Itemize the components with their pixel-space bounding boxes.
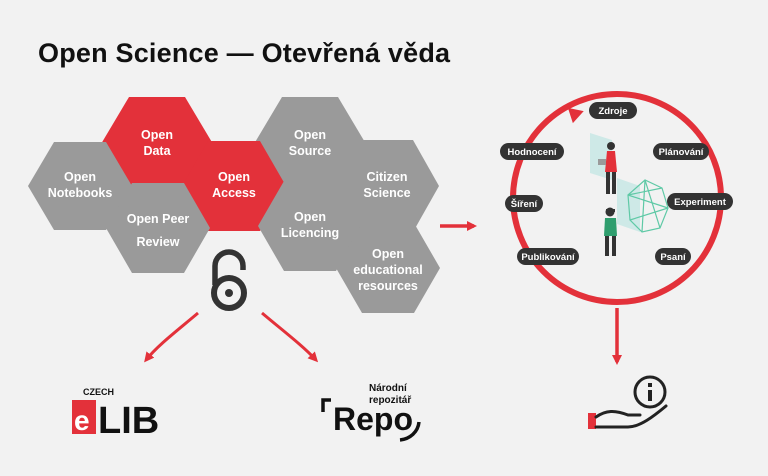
elib-e-letter: e (74, 405, 90, 436)
hex-open-peer-review: Open Peer Review (106, 183, 210, 273)
hex-open-source: Open Source (254, 97, 366, 191)
hex-open-source-line1: Open (294, 128, 326, 142)
hex-open-notebooks-line2: Notebooks (48, 186, 113, 200)
pill-zdroje: Zdroje (589, 102, 637, 119)
page-title: Open Science — Otevřená věda (38, 38, 451, 68)
svg-text:Plánování: Plánování (659, 147, 704, 158)
hex-open-licencing: Open Licencing (258, 181, 362, 271)
hex-oer-line3: resources (358, 279, 418, 293)
elib-main-text: LIB (98, 400, 159, 442)
arrow-to-elib (144, 311, 199, 363)
info-hand-icon (588, 375, 668, 429)
hex-open-access-line2: Access (212, 186, 256, 200)
pill-psani: Psaní (655, 248, 691, 265)
svg-text:Hodnocení: Hodnocení (507, 147, 556, 158)
repo-line2: repozitář (369, 395, 411, 406)
hex-open-educational-resources: Open educational resources (336, 223, 440, 313)
pill-sireni: Šíření (505, 195, 543, 212)
pill-publikovani: Publikování (517, 248, 579, 265)
hex-oer-line1: Open (372, 247, 404, 261)
network-icon (627, 179, 669, 233)
hex-citizen-science-line2: Science (363, 186, 410, 200)
svg-text:Zdroje: Zdroje (598, 106, 627, 117)
open-access-lock-icon (211, 249, 247, 311)
repo-line1: Národní (369, 383, 408, 394)
pill-hodnoceni: Hodnocení (500, 143, 564, 160)
hex-open-access-line1: Open (218, 170, 250, 184)
pill-planovani: Plánování (653, 143, 709, 160)
hex-open-notebooks-line1: Open (64, 170, 96, 184)
elib-small-text: CZECH (83, 387, 114, 397)
svg-text:Šíření: Šíření (511, 198, 538, 210)
hex-open-source-line2: Source (289, 144, 331, 158)
hex-open-peer-review-line2: Review (136, 235, 179, 249)
pill-experiment: Experiment (667, 193, 733, 210)
svg-text:Experiment: Experiment (674, 197, 727, 208)
hex-open-licencing-line2: Licencing (281, 226, 339, 240)
svg-text:Psaní: Psaní (660, 252, 686, 263)
hex-citizen-science: Citizen Science (335, 140, 439, 232)
hex-open-data-line2: Data (143, 144, 171, 158)
narodni-repozitar-logo: Národní repozitář Repo (321, 383, 421, 442)
research-cycle: Zdroje Plánování Experiment Psaní Publik… (500, 91, 733, 305)
hex-open-peer-review-line1: Open Peer (127, 212, 190, 226)
hex-open-data: Open Data (101, 97, 213, 191)
hexagon-cluster: Open Data Open Source Open Notebooks Ope… (28, 97, 440, 313)
hex-open-licencing-line1: Open (294, 210, 326, 224)
repo-main-text: Repo (333, 401, 413, 437)
hex-open-notebooks: Open Notebooks (28, 142, 132, 230)
czech-elib-logo: CZECH e LIB (72, 387, 159, 442)
hex-oer-line2: educational (353, 263, 422, 277)
svg-text:Publikování: Publikování (521, 252, 575, 263)
hex-citizen-science-line1: Citizen (367, 170, 408, 184)
hex-open-access: Open Access (182, 141, 286, 231)
arrow-to-repo (261, 311, 319, 363)
hex-open-data-line1: Open (141, 128, 173, 142)
